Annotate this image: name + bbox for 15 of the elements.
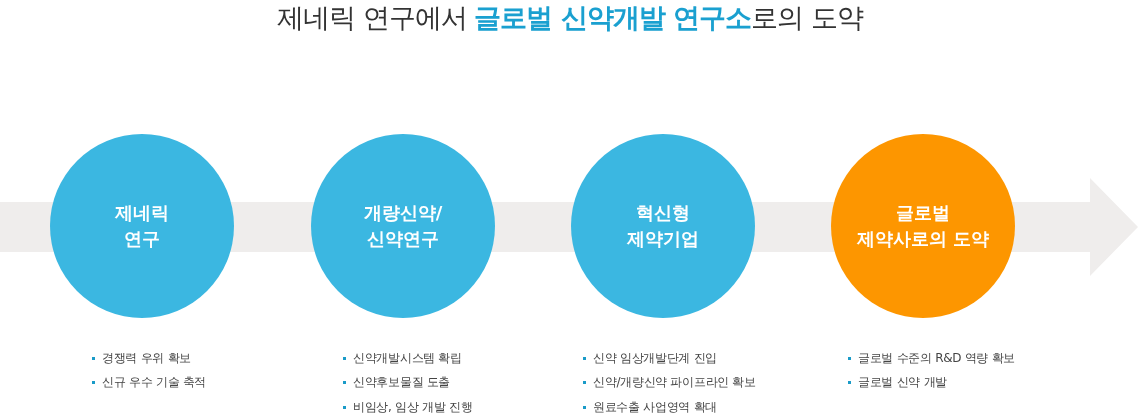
stage-label: 혁신형 제약기업	[626, 200, 700, 251]
stage-label: 개량신약/ 신약연구	[362, 200, 444, 251]
list-item: 신규 우수 기술 축적	[102, 374, 207, 392]
list-item: 신약후보물질 도출	[353, 374, 451, 392]
list-item: 신약개발시스템 확립	[353, 349, 462, 367]
list-item: 원료수출 사업영역 확대	[593, 398, 718, 415]
list-item: 신약/개량신약 파이프라인 확보	[593, 374, 756, 392]
stage-label: 글로벌 제약사로의 도약	[855, 200, 991, 251]
stage-label: 제네릭 연구	[114, 200, 170, 251]
list-item: 경쟁력 우위 확보	[102, 349, 191, 367]
list-item: 글로벌 신약 개발	[858, 374, 947, 392]
list-item: 신약 임상개발단계 진입	[593, 349, 718, 367]
list-item: 글로벌 수준의 R&D 역량 확보	[858, 349, 1016, 367]
title: 제네릭 연구에서 글로벌 신약개발 연구소로의 도약	[276, 1, 865, 35]
list-item: 비임상, 임상 개발 진행	[353, 398, 473, 415]
